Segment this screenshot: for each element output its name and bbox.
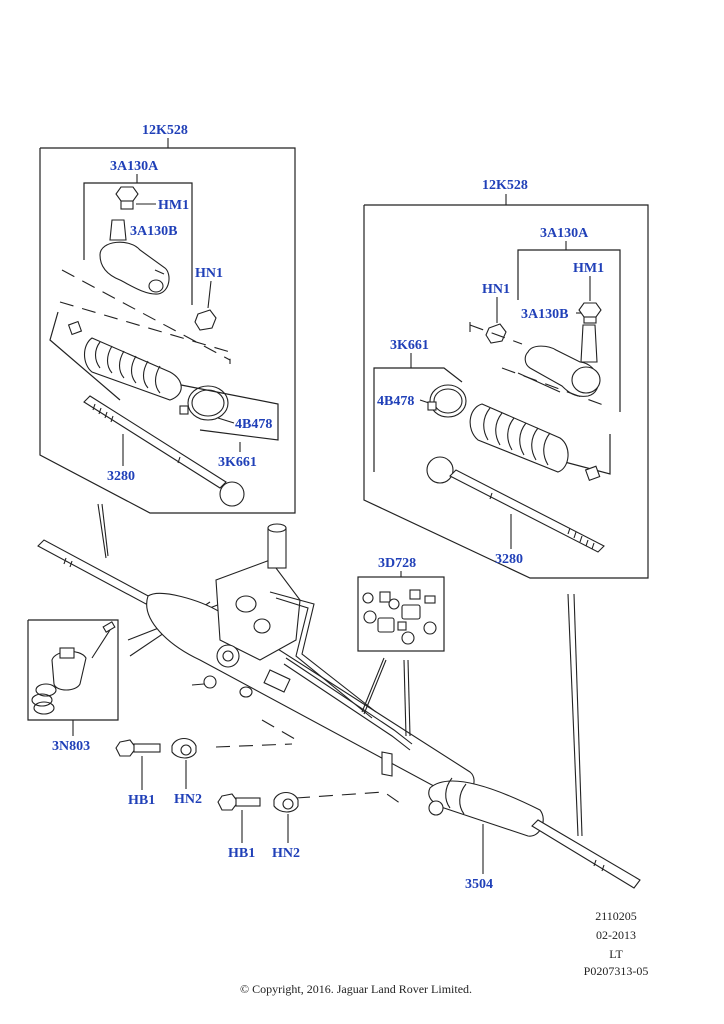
label-right-kit[interactable]: 12K528 bbox=[482, 178, 528, 193]
rack-valve-housing bbox=[203, 523, 301, 698]
meta-line-3: LT bbox=[609, 947, 623, 961]
left-tierod-end-box bbox=[83, 182, 193, 305]
label-nut-2[interactable]: HN2 bbox=[272, 846, 300, 861]
right-hm1-nut bbox=[578, 302, 602, 324]
rack-right-boot bbox=[428, 777, 544, 837]
valve-group: 3N803 bbox=[27, 619, 119, 754]
label-left-tierod-end[interactable]: 3A130A bbox=[110, 159, 159, 174]
left-tierod-end-part bbox=[99, 219, 170, 295]
right-tierod-part bbox=[426, 456, 605, 553]
label-left-hm1[interactable]: HM1 bbox=[158, 198, 189, 213]
left-kit-group: 12K528 3A130A HM1 3A130B HN1 bbox=[39, 123, 296, 514]
left-clip-ring bbox=[179, 385, 229, 421]
valve-part bbox=[31, 621, 116, 715]
left-tierod-end-nut bbox=[115, 186, 139, 210]
right-hn1-nut bbox=[485, 323, 507, 344]
label-left-tierod-end-b[interactable]: 3A130B bbox=[130, 224, 177, 239]
label-bolt-2[interactable]: HB1 bbox=[228, 846, 255, 861]
right-kit-group: 12K528 3A130A HM1 HN1 3A130B 3K661 bbox=[363, 178, 649, 579]
right-boot-part bbox=[469, 403, 569, 473]
right-boot-cap bbox=[584, 465, 601, 482]
right-kit-box bbox=[363, 204, 649, 579]
label-bolt-1[interactable]: HB1 bbox=[128, 793, 155, 808]
nut-2-part bbox=[273, 791, 299, 813]
rack-left-shaft bbox=[37, 539, 153, 605]
bolt-2-part bbox=[217, 793, 261, 811]
label-left-kit[interactable]: 12K528 bbox=[142, 123, 188, 138]
rack-right-shaft bbox=[531, 819, 641, 889]
bolt-nut-group-2: HB1 HN2 bbox=[217, 791, 300, 861]
seal-kit-parts bbox=[362, 589, 437, 645]
label-left-clip[interactable]: 4B478 bbox=[235, 417, 272, 432]
label-seal-kit[interactable]: 3D728 bbox=[378, 556, 416, 571]
label-left-boot[interactable]: 3K661 bbox=[218, 455, 257, 470]
seal-kit-box bbox=[357, 576, 445, 652]
nut-1-part bbox=[171, 737, 197, 759]
label-valve[interactable]: 3N803 bbox=[52, 739, 90, 754]
label-left-hn1[interactable]: HN1 bbox=[195, 266, 223, 281]
label-left-tierod[interactable]: 3280 bbox=[107, 469, 135, 484]
right-tierod-end-box bbox=[517, 249, 621, 412]
right-tierod-end-part bbox=[524, 324, 601, 397]
valve-box bbox=[27, 619, 119, 721]
label-nut-1[interactable]: HN2 bbox=[174, 792, 202, 807]
right-clip-ring bbox=[427, 384, 467, 418]
bolt-1-part bbox=[115, 739, 161, 757]
left-hn1-nut bbox=[194, 309, 217, 331]
label-right-hm1[interactable]: HM1 bbox=[573, 261, 604, 276]
left-boot-cap bbox=[67, 320, 83, 336]
bolt-nut-group-1: HB1 HN2 bbox=[115, 737, 202, 808]
seal-kit-group: 3D728 bbox=[357, 556, 445, 652]
label-right-clip[interactable]: 4B478 bbox=[377, 394, 414, 409]
left-tierod-part bbox=[83, 395, 245, 507]
copyright-text: © Copyright, 2016. Jaguar Land Rover Lim… bbox=[240, 982, 472, 996]
drawing-meta: 2110205 02-2013 LT P0207313-05 bbox=[584, 909, 649, 978]
label-right-boot[interactable]: 3K661 bbox=[390, 338, 429, 353]
label-rack[interactable]: 3504 bbox=[465, 877, 493, 892]
label-right-tierod[interactable]: 3280 bbox=[495, 552, 523, 567]
left-boot-part bbox=[83, 337, 182, 401]
left-kit-box bbox=[39, 147, 296, 514]
meta-line-4: P0207313-05 bbox=[584, 964, 649, 978]
meta-line-2: 02-2013 bbox=[596, 928, 636, 942]
label-right-tierod-end[interactable]: 3A130A bbox=[540, 226, 589, 241]
label-right-tierod-end-b[interactable]: 3A130B bbox=[521, 307, 568, 322]
rack-assembly: 3504 bbox=[37, 503, 641, 892]
label-right-hn1[interactable]: HN1 bbox=[482, 282, 510, 297]
meta-line-1: 2110205 bbox=[595, 909, 637, 923]
